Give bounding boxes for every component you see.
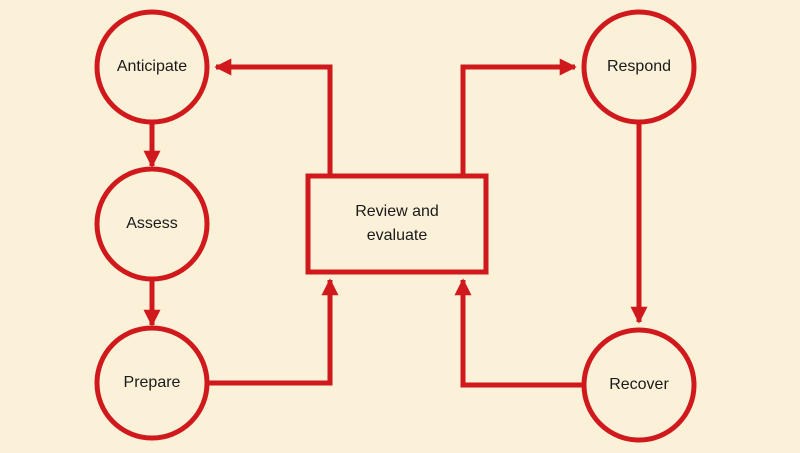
- node-prepare-circle: [94, 325, 210, 441]
- edge-recover-review: [454, 278, 583, 388]
- edge-review-anticipate: [214, 58, 333, 176]
- node-recover-label: Recover: [609, 376, 669, 393]
- node-respond-circle: [581, 9, 697, 125]
- node-review-box: [305, 173, 489, 275]
- edge-review-respond: [460, 58, 577, 176]
- node-respond-label: Respond: [606, 58, 672, 75]
- node-review-label: Review and evaluate: [308, 176, 486, 272]
- node-assess-label: Assess: [126, 215, 178, 232]
- node-anticipate-label: Anticipate: [116, 58, 188, 75]
- node-assess-circle: [94, 166, 210, 282]
- node-review-label-line2: evaluate: [366, 227, 428, 244]
- node-prepare-label: Prepare: [123, 374, 181, 391]
- edge-prepare-review: [208, 278, 339, 386]
- node-recover-circle: [581, 327, 697, 443]
- node-anticipate-circle: [94, 9, 210, 125]
- node-review-label-line1: Review and: [355, 203, 439, 220]
